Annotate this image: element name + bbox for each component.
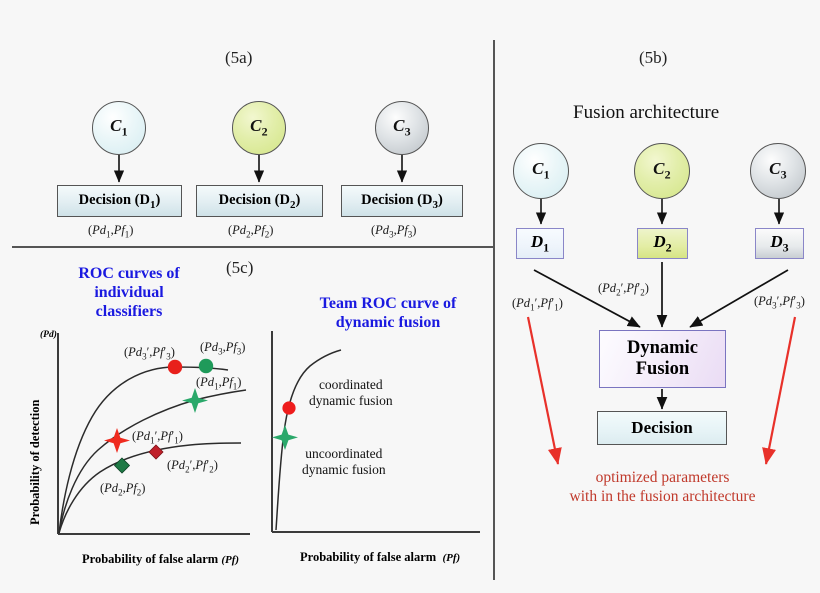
marker-pd1 <box>182 388 208 413</box>
fusion-edge-label-2: (Pd2ʹ,Pfʹ2) <box>598 281 649 298</box>
right-chart-xlabel: Probability of false alarm (Pf) <box>300 550 461 564</box>
param-label-d1: (Pd1,Pf1) <box>88 223 134 240</box>
fusion-architecture-title: Fusion architecture <box>573 102 720 123</box>
left-chart-ylabel-short: (Pd) <box>40 330 57 340</box>
classifier-circle-c3: C3 <box>375 101 429 155</box>
marker-pd2-primed <box>148 444 164 460</box>
marker-pd1-primed <box>104 428 130 453</box>
classifier-circle-c1: C1 <box>92 101 146 155</box>
panel-tag-5b: (5b) <box>639 48 668 67</box>
final-decision-box: Decision <box>597 411 727 445</box>
left-chart-label-pd1-primed: (Pd1ʹ,Pfʹ1) <box>132 429 183 446</box>
left-chart-label-pd3-primed: (Pd3ʹ,Pfʹ3) <box>124 345 175 362</box>
panel-tag-5a: (5a) <box>225 48 253 67</box>
left-chart-xlabel: Probability of false alarm (Pf) <box>82 552 240 566</box>
param-label-d3: (Pd3,Pf3) <box>371 223 417 240</box>
decision-box-d1: Decision (D1) <box>57 185 182 217</box>
horizontal-divider <box>12 246 494 248</box>
left-chart-label-pd2-primed: (Pd2ʹ,Pfʹ2) <box>167 458 218 475</box>
left-chart-label-pd3: (Pd3,Pf3) <box>200 340 246 357</box>
marker-pd3 <box>198 358 214 374</box>
fusion-classifier-circle-c1: C1 <box>513 143 569 199</box>
fusion-classifier-circle-c3: C3 <box>750 143 806 199</box>
fusion-decision-box-d3: D3 <box>755 228 804 259</box>
fusion-edge-label-3: (Pd3ʹ,Pfʹ3) <box>754 294 805 311</box>
classifier-circle-c2: C2 <box>232 101 286 155</box>
marker-pd2 <box>113 457 131 474</box>
vertical-divider <box>493 40 495 580</box>
marker-uncoordinated-fusion <box>272 425 298 450</box>
left-chart-label-pd1: (Pd1,Pf1) <box>196 375 242 392</box>
fusion-edge-label-1: (Pd1ʹ,Pfʹ1) <box>512 296 563 313</box>
fusion-decision-box-d2: D2 <box>637 228 688 259</box>
fusion-decision-box-d1: D1 <box>516 228 564 259</box>
decision-box-d3: Decision (D3) <box>341 185 463 217</box>
fusion-classifier-circle-c2: C2 <box>634 143 690 199</box>
panel-tag-5c: (5c) <box>226 258 254 277</box>
left-chart-title: ROC curves of individual classifiers <box>78 265 180 320</box>
marker-pd3-primed <box>167 359 183 375</box>
right-chart-title: Team ROC curve of dynamic fusion <box>319 295 457 331</box>
marker-coordinated-fusion <box>282 401 296 415</box>
decision-box-d2: Decision (D2) <box>196 185 323 217</box>
left-chart-label-pd2: (Pd2,Pf2) <box>100 481 146 498</box>
param-label-d2: (Pd2,Pf2) <box>228 223 274 240</box>
